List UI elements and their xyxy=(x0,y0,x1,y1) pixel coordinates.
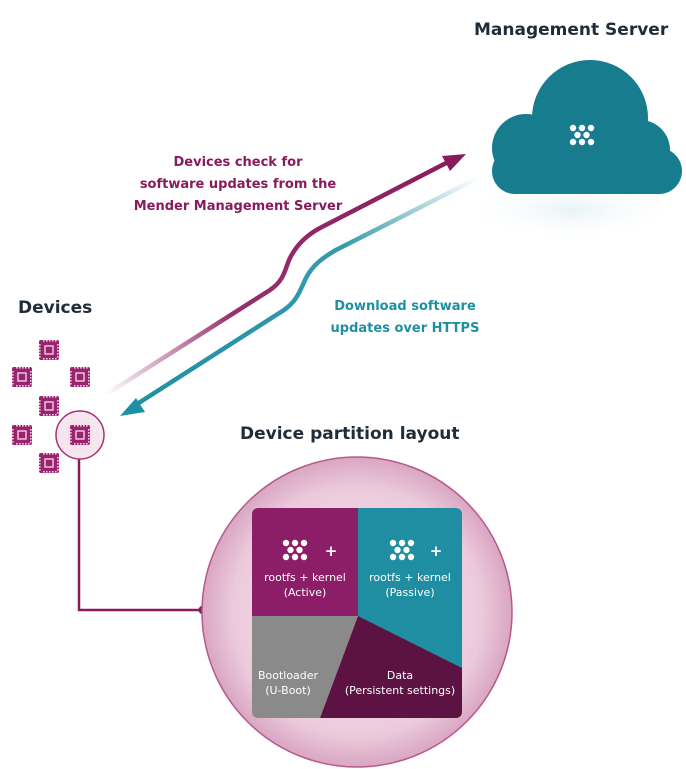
devices-grid xyxy=(12,340,105,473)
download-annotation: Download software updates over HTTPS xyxy=(320,296,490,340)
management-server-title: Management Server xyxy=(474,20,669,40)
partition-state: (U-Boot) xyxy=(265,684,311,697)
partition-rootfs-active xyxy=(252,508,358,616)
partition-state: (Persistent settings) xyxy=(344,684,456,697)
partition-bootloader xyxy=(252,616,358,718)
chip-icon xyxy=(12,425,32,445)
download-arrow xyxy=(120,175,481,416)
check-updates-annotation: Devices check for software updates from … xyxy=(118,152,358,218)
plus-sign: + xyxy=(324,542,338,560)
partition-state: (Active) xyxy=(283,586,327,599)
chip-icon xyxy=(70,425,90,445)
annotation-line: updates over HTTPS xyxy=(330,321,480,336)
partition-data xyxy=(320,616,462,718)
cloud-icon xyxy=(492,60,682,194)
plus-sign: + xyxy=(429,542,443,560)
management-server-cloud xyxy=(462,60,682,240)
partition-layout xyxy=(201,456,513,768)
check-updates-arrow xyxy=(102,154,466,398)
chip-icon xyxy=(12,367,32,387)
device-connector-line xyxy=(77,456,202,612)
devices-title: Devices xyxy=(18,298,93,318)
partition-name: Bootloader xyxy=(257,669,319,682)
chip-icon xyxy=(39,396,59,416)
bootloader-label: Bootloader (U-Boot) xyxy=(252,668,324,698)
partition-active-lower xyxy=(252,606,358,616)
data-label: Data (Persistent settings) xyxy=(338,668,462,698)
chip-icon xyxy=(39,453,59,473)
partition-layout-title: Device partition layout xyxy=(240,424,460,444)
rootfs-passive-label: + rootfs + kernel (Passive) xyxy=(358,540,462,600)
partition-name: rootfs + kernel xyxy=(369,571,451,584)
partition-state: (Passive) xyxy=(385,586,435,599)
chip-icon xyxy=(70,367,90,387)
partition-name: rootfs + kernel xyxy=(264,571,346,584)
partition-name: Data xyxy=(386,669,414,682)
rootfs-active-label: + rootfs + kernel (Active) xyxy=(252,540,358,600)
annotation-line: Mender Management Server xyxy=(133,199,343,214)
chip-icon xyxy=(39,340,59,360)
annotation-line: software updates from the xyxy=(139,177,337,192)
annotation-line: Devices check for xyxy=(173,155,303,170)
annotation-line: Download software xyxy=(334,299,476,314)
